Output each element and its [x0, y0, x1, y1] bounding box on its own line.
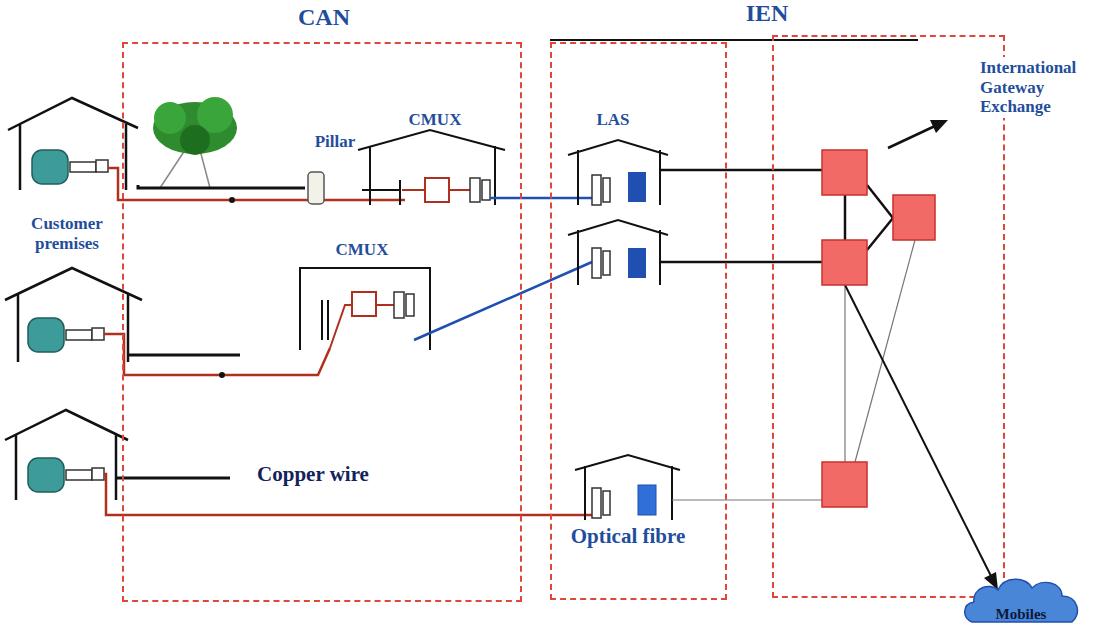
las-label: LAS: [578, 110, 648, 130]
access-network-region: CAN: [122, 42, 522, 602]
mobiles-cloud: Mobiles: [962, 574, 1080, 626]
copper-wire-label: Copper wire: [238, 462, 388, 486]
pillar-label: Pillar: [300, 132, 370, 152]
region-heading: International Gateway Exchange: [978, 57, 1105, 118]
gateway-region: International Gateway Exchange: [772, 35, 1005, 598]
cmux-label: CMUX: [395, 110, 475, 130]
cmux-label: CMUX: [322, 240, 402, 260]
region-heading: CAN: [124, 4, 524, 32]
exchange-network-region: IEN: [550, 42, 727, 600]
region-heading: IEN: [732, 0, 802, 28]
optical-fibre-label: Optical fibre: [568, 524, 688, 548]
customer-premises-label: Customer premises: [14, 214, 120, 253]
region-heading: Mobiles: [962, 606, 1080, 623]
